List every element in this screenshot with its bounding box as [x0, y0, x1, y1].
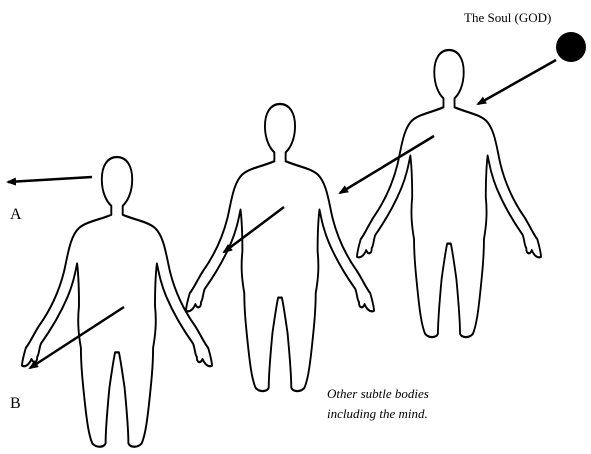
point-a-label: A	[10, 206, 22, 223]
arrow-back-to-middle-body	[340, 136, 434, 193]
human-figure-front	[22, 157, 212, 447]
arrow-middle-body-down	[224, 207, 284, 252]
human-figure-back	[357, 50, 541, 337]
point-b-label: B	[10, 395, 21, 412]
soul-circle	[556, 32, 586, 62]
caption-line-1: Other subtle bodies	[327, 386, 429, 401]
human-figure-middle	[186, 104, 374, 391]
arrow-soul-to-back-body	[478, 60, 556, 104]
soul-label: The Soul (GOD)	[464, 10, 551, 25]
caption-line-2: including the mind.	[327, 406, 428, 421]
arrow-front-head-to-a	[8, 177, 92, 182]
